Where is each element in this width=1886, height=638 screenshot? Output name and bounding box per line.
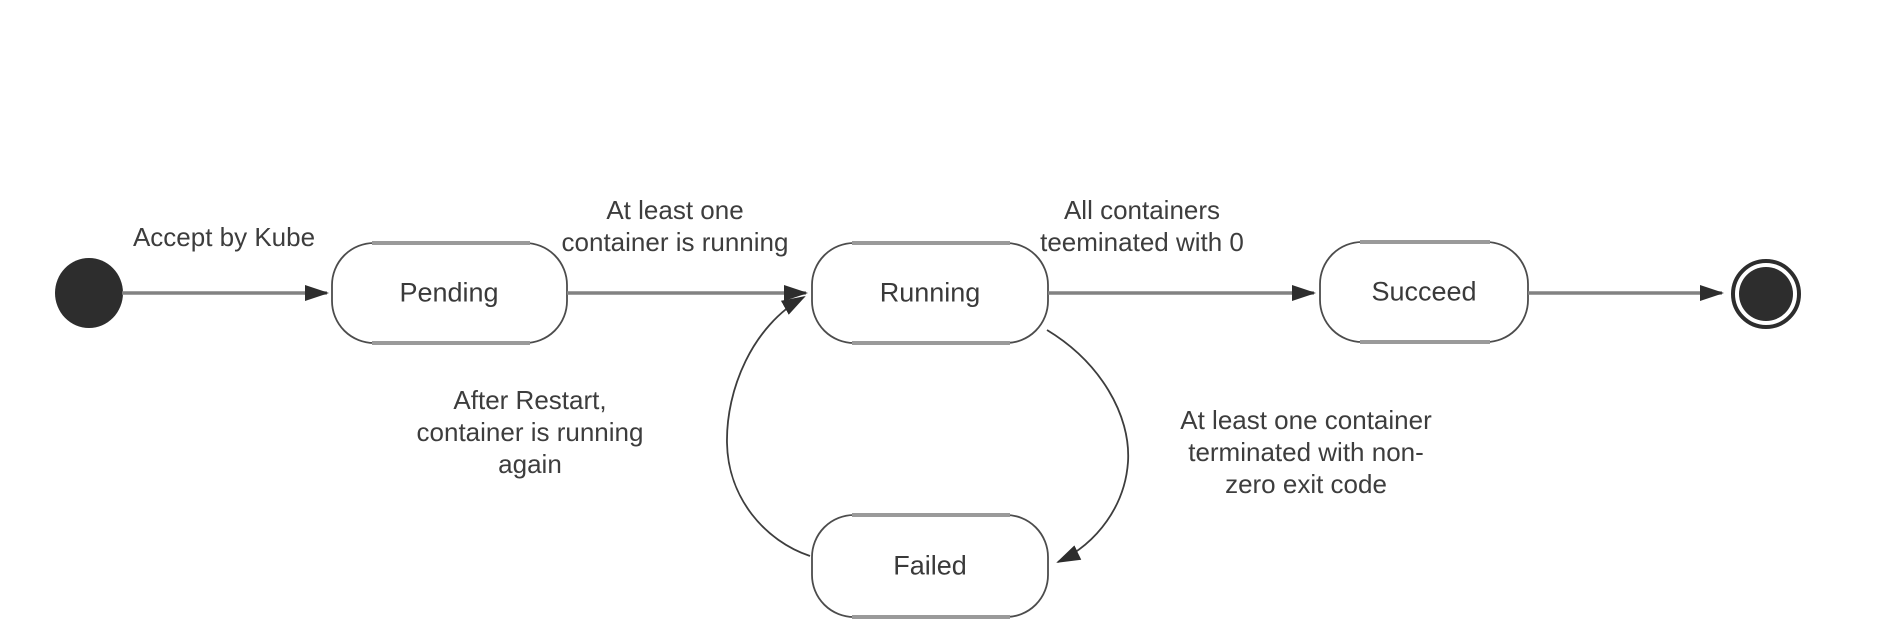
label-accept-by-kube: Accept by Kube xyxy=(132,222,316,252)
state-running-label: Running xyxy=(879,277,981,308)
state-failed-label: Failed xyxy=(893,550,967,581)
initial-state-icon xyxy=(55,258,123,328)
label-after-restart: After Restart, container is running agai… xyxy=(416,385,644,479)
label-nonzero-exit-code: At least one container terminated with n… xyxy=(1180,405,1432,499)
state-pending-label: Pending xyxy=(399,277,499,308)
state-succeed-label: Succeed xyxy=(1371,276,1477,307)
label-all-containers-terminated: All containers teeminated with 0 xyxy=(1040,195,1244,257)
label-container-is-running: At least one container is running xyxy=(561,195,789,257)
final-state-inner-dot xyxy=(1739,267,1793,321)
curve-failed-to-running xyxy=(726,296,811,557)
curve-running-to-failed xyxy=(1046,329,1130,563)
